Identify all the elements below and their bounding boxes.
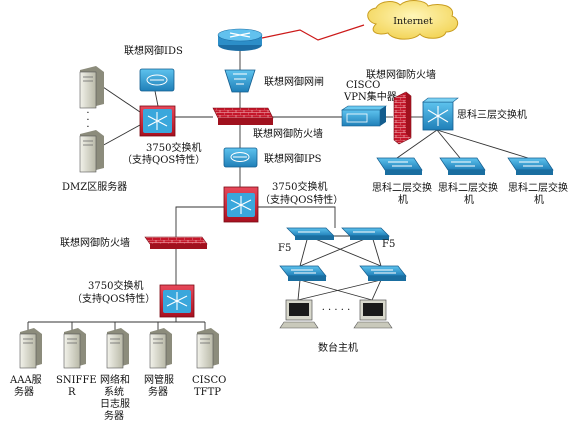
core-switch-icon [139,105,176,137]
dmz-server-2-icon [79,130,104,173]
access-switch-label-1: 3750交换机 [88,279,143,292]
ips-icon [223,147,258,168]
log-label-3: 日志服 [100,397,130,410]
log-label-2: 系统 [104,385,124,398]
host-right-icon [353,299,393,329]
f5-right-label: F5 [382,239,395,250]
dmz-server-1-icon [79,66,104,109]
l2-switch-1-label-a: 思科二层交换 [372,181,432,194]
nms-server-icon [149,328,172,369]
ids-icon [139,68,175,92]
l2-switch-3-label-a: 思科二层交换 [508,181,568,194]
l2-switch-1-label-b: 机 [398,193,408,206]
hosts-label: 数台主机 [318,341,358,354]
farm-switch-right-icon [359,265,407,281]
log-label-4: 务器 [104,409,124,421]
l2-switch-2-label-b: 机 [464,193,474,206]
tftp-label-1: CISCO [192,375,226,386]
aaa-label-2: 务器 [14,385,34,398]
firewall-left-icon [144,236,208,249]
ips-label: 联想网御IPS [264,152,322,165]
dmz-label: DMZ区服务器 [62,180,127,193]
sniffer-server-icon [63,328,86,369]
firewall-mid-label: 联想网御防火墙 [253,127,323,140]
vpn-concentrator-icon [341,105,387,127]
hosts-dots: · · · · · [322,305,351,316]
l2-switch-3-icon [507,157,554,175]
l2-switch-3-label-b: 机 [534,193,544,206]
tftp-server-icon [196,328,219,369]
l3-switch-icon [422,97,459,131]
aaa-label-1: AAA服 [9,374,42,386]
farm-switch-left-icon [279,265,327,281]
log-label-1: 网络和 [100,373,130,386]
dmz-dots-2: · [86,115,89,126]
ids-label: 联想网御IDS [124,44,183,57]
nms-label-1: 网管服 [144,373,174,386]
core-switch-label-1: 3750交换机 [146,141,201,154]
aaa-server-icon [19,328,42,369]
l2-switch-1-icon [376,157,423,175]
dist-switch-icon [223,186,259,223]
dmz-dots-3: · [86,122,89,133]
tftp-label-2: TFTP [194,387,221,398]
router-icon [217,28,263,51]
dist-switch-label-2: （支持QOS特性） [260,193,343,206]
gateway-label: 联想网御网闸 [264,75,324,88]
dist-switch-label-1: 3750交换机 [272,180,327,193]
access-switch-label-2: （支持QOS特性） [72,292,155,305]
sniffer-label-2: R [68,387,76,398]
host-left-icon [279,299,319,329]
firewall-left-label: 联想网御防火墙 [60,236,130,249]
l2-switch-2-label-a: 思科二层交换 [438,181,498,194]
f5-left-label: F5 [278,243,291,254]
l2-switch-2-icon [439,157,486,175]
access-switch-icon [159,284,195,318]
l3-switch-label: 思科三层交换机 [457,108,527,121]
f5-left-icon [286,227,335,240]
f5-right-icon [341,227,390,240]
core-switch-label-2: （支持QOS特性） [122,153,205,166]
cisco-vpn-label-1: CISCO [346,80,380,91]
internet-link [261,24,365,41]
internet-label: Internet [393,16,433,27]
gateway-icon [224,69,256,93]
sniffer-label-1: SNIFFE [56,375,97,386]
nms-label-2: 务器 [148,385,168,398]
firewall-mid-icon [212,107,274,125]
log-server-icon [106,328,129,369]
dmz-dots-1: · [86,108,89,119]
cisco-vpn-label-2: VPN集中器 [343,90,397,103]
firewall-right-icon [393,91,412,145]
firewall-right-label: 联想网御防火墙 [366,68,436,81]
internet-cloud: Internet [367,0,459,40]
